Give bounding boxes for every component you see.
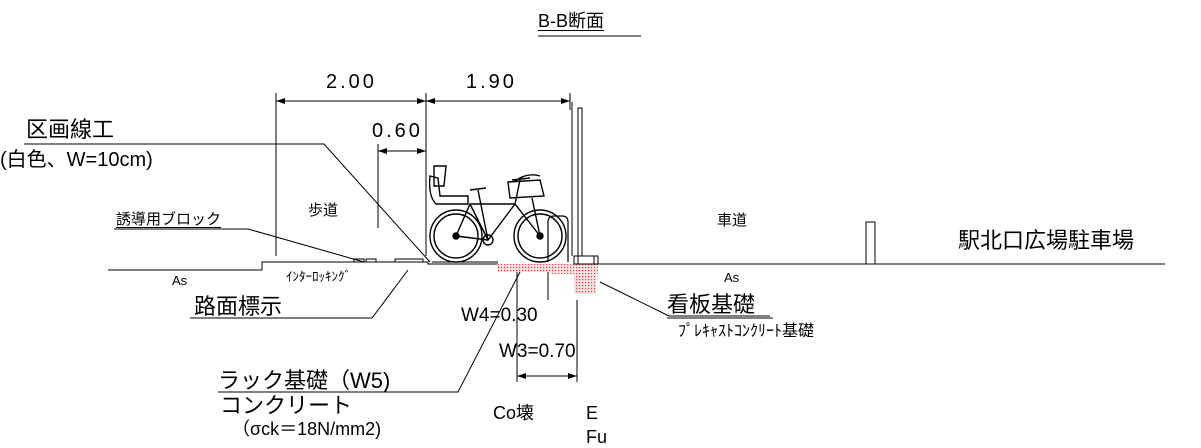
bicycle-icon — [428, 165, 567, 263]
section-title: B-B断面 — [538, 11, 605, 31]
co-demolition-label: Co壊 — [493, 403, 535, 423]
fu-label: Fu — [586, 427, 608, 447]
asphalt-right-label: As — [724, 270, 740, 285]
w3-dimension-label: W3=0.70 — [499, 341, 576, 362]
dimension-label-inner: 0.60 — [372, 120, 423, 142]
sign-foundation-outline — [573, 255, 599, 265]
precast-foundation-label: ﾌﾟﾚｷｬｽﾄｺﾝｸﾘｰﾄ基礎 — [678, 323, 815, 340]
asphalt-left-label: As — [172, 273, 188, 288]
sign-post — [571, 102, 876, 265]
dimension-lines — [275, 93, 578, 382]
bicycle-rack — [547, 215, 569, 262]
dimension-label-left: 2.00 — [326, 71, 377, 93]
rack-foundation-label: ラック基礎（W5) — [218, 368, 391, 393]
e-label: E — [586, 403, 599, 423]
sign-foundation-label: 看板基礎 — [667, 292, 756, 317]
dimension-label-right: 1.90 — [466, 71, 517, 93]
guide-block-label: 誘導用ブロック — [116, 211, 222, 228]
concrete-label: コンクリート — [220, 393, 353, 418]
rack-foundation-hatch — [497, 264, 598, 294]
leader-lines — [24, 143, 770, 393]
sidewalk-label: 歩道 — [308, 202, 339, 219]
w4-dimension-label: W4=0.30 — [461, 305, 538, 326]
paving-blocks — [353, 258, 498, 263]
lane-marking-label: 区画線工 — [26, 117, 115, 142]
lane-marking-spec-label: (白色、W=10cm) — [0, 149, 153, 171]
concrete-strength-label: （σck＝18N/mm2) — [232, 419, 382, 439]
parking-name-label: 駅北口広場駐車場 — [958, 228, 1135, 253]
road-marking-label: 路面標示 — [194, 294, 283, 319]
interlocking-label: ｲﾝﾀｰﾛｯｷﾝｸﾞ — [286, 269, 351, 284]
roadway-label: 車道 — [717, 212, 748, 229]
ground-profile — [108, 261, 1165, 271]
